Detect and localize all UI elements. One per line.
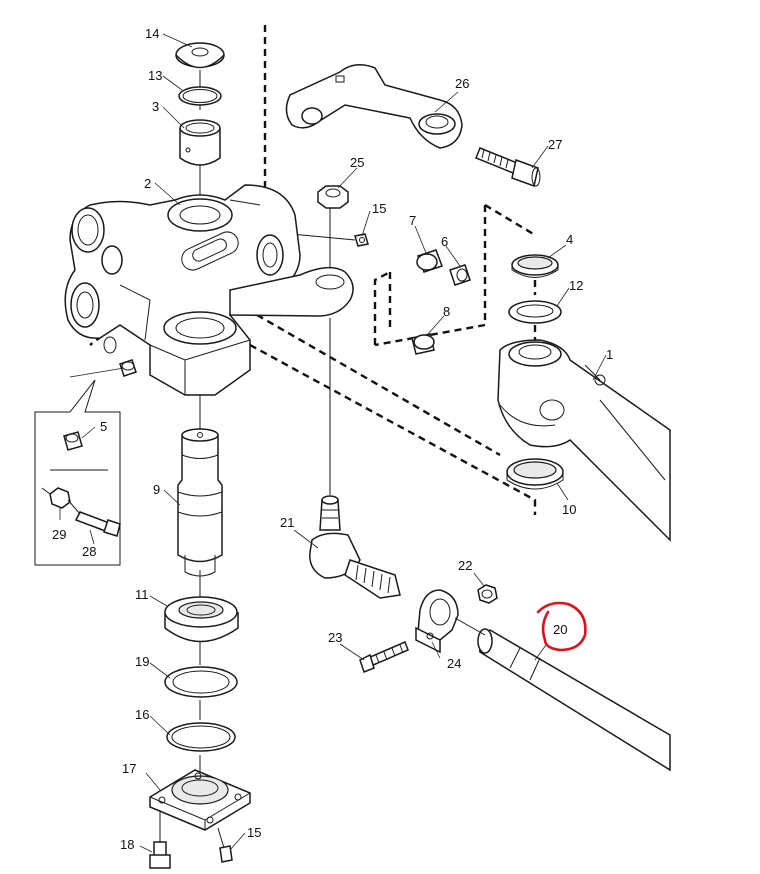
part-3-bushing bbox=[179, 119, 221, 166]
part-25-nut bbox=[317, 185, 349, 209]
callout-26: 26 bbox=[455, 76, 469, 91]
callout-15-upper: 15 bbox=[372, 201, 386, 216]
callout-19: 19 bbox=[135, 654, 149, 669]
callout-24: 24 bbox=[447, 656, 461, 671]
axis-lines bbox=[199, 70, 356, 780]
callout-23: 23 bbox=[328, 630, 342, 645]
part-6-pin bbox=[449, 264, 471, 286]
callout-27: 27 bbox=[548, 137, 562, 152]
callout-labels: 14 13 3 2 26 27 25 15 7 6 8 4 12 1 10 5 … bbox=[52, 26, 613, 852]
part-10-seal bbox=[506, 458, 564, 490]
callout-8: 8 bbox=[443, 304, 450, 319]
callout-14: 14 bbox=[145, 26, 159, 41]
part-14-cap bbox=[175, 42, 225, 69]
part-13-o-ring bbox=[178, 86, 222, 106]
callout-13: 13 bbox=[148, 68, 162, 83]
part-7-bushing bbox=[416, 249, 443, 273]
part-21-tie-rod-end bbox=[309, 495, 401, 599]
part-16-o-ring bbox=[166, 722, 236, 752]
callout-17: 17 bbox=[122, 761, 136, 776]
inset-box bbox=[34, 379, 121, 566]
part-2-housing bbox=[64, 184, 301, 396]
part-4-seal bbox=[511, 254, 559, 278]
part-5-plug bbox=[119, 359, 137, 377]
callout-22: 22 bbox=[458, 558, 472, 573]
callout-25: 25 bbox=[350, 155, 364, 170]
part-22-nut bbox=[477, 584, 498, 604]
part-24-clamp bbox=[415, 589, 459, 654]
callout-18: 18 bbox=[120, 837, 134, 852]
callout-9: 9 bbox=[153, 482, 160, 497]
part-9-kingpin bbox=[177, 428, 223, 577]
callout-2: 2 bbox=[144, 176, 151, 191]
callout-20: 20 bbox=[553, 622, 567, 637]
part-15-grease-fitting-upper bbox=[354, 233, 369, 247]
part-11-bearing bbox=[164, 596, 239, 643]
part-1-axle-arm bbox=[497, 339, 671, 542]
part-15-grease-fitting-lower bbox=[217, 827, 233, 863]
part-17-cover bbox=[149, 769, 251, 831]
part-18-bolt bbox=[149, 810, 171, 869]
callout-7: 7 bbox=[409, 213, 416, 228]
callout-28: 28 bbox=[82, 544, 96, 559]
part-8-bushing bbox=[411, 333, 435, 355]
callout-6: 6 bbox=[441, 234, 448, 249]
callout-3: 3 bbox=[152, 99, 159, 114]
callout-21: 21 bbox=[280, 515, 294, 530]
callout-12: 12 bbox=[569, 278, 583, 293]
highlight-mark: 20 bbox=[536, 601, 587, 652]
callout-10: 10 bbox=[562, 502, 576, 517]
part-26-arm bbox=[285, 64, 463, 149]
callout-16: 16 bbox=[135, 707, 149, 722]
part-27-bolt bbox=[475, 147, 541, 187]
callout-4: 4 bbox=[566, 232, 573, 247]
callout-15-lower: 15 bbox=[247, 825, 261, 840]
callout-1: 1 bbox=[606, 347, 613, 362]
callout-29: 29 bbox=[52, 527, 66, 542]
part-23-bolt bbox=[359, 640, 409, 673]
callout-5: 5 bbox=[100, 419, 107, 434]
part-12-washer bbox=[508, 300, 562, 324]
part-19-washer bbox=[164, 666, 238, 698]
callout-11: 11 bbox=[135, 587, 149, 602]
steering-bracket bbox=[229, 266, 354, 317]
leader-lines bbox=[59, 33, 607, 853]
part-20-tie-rod-tube bbox=[454, 617, 671, 772]
